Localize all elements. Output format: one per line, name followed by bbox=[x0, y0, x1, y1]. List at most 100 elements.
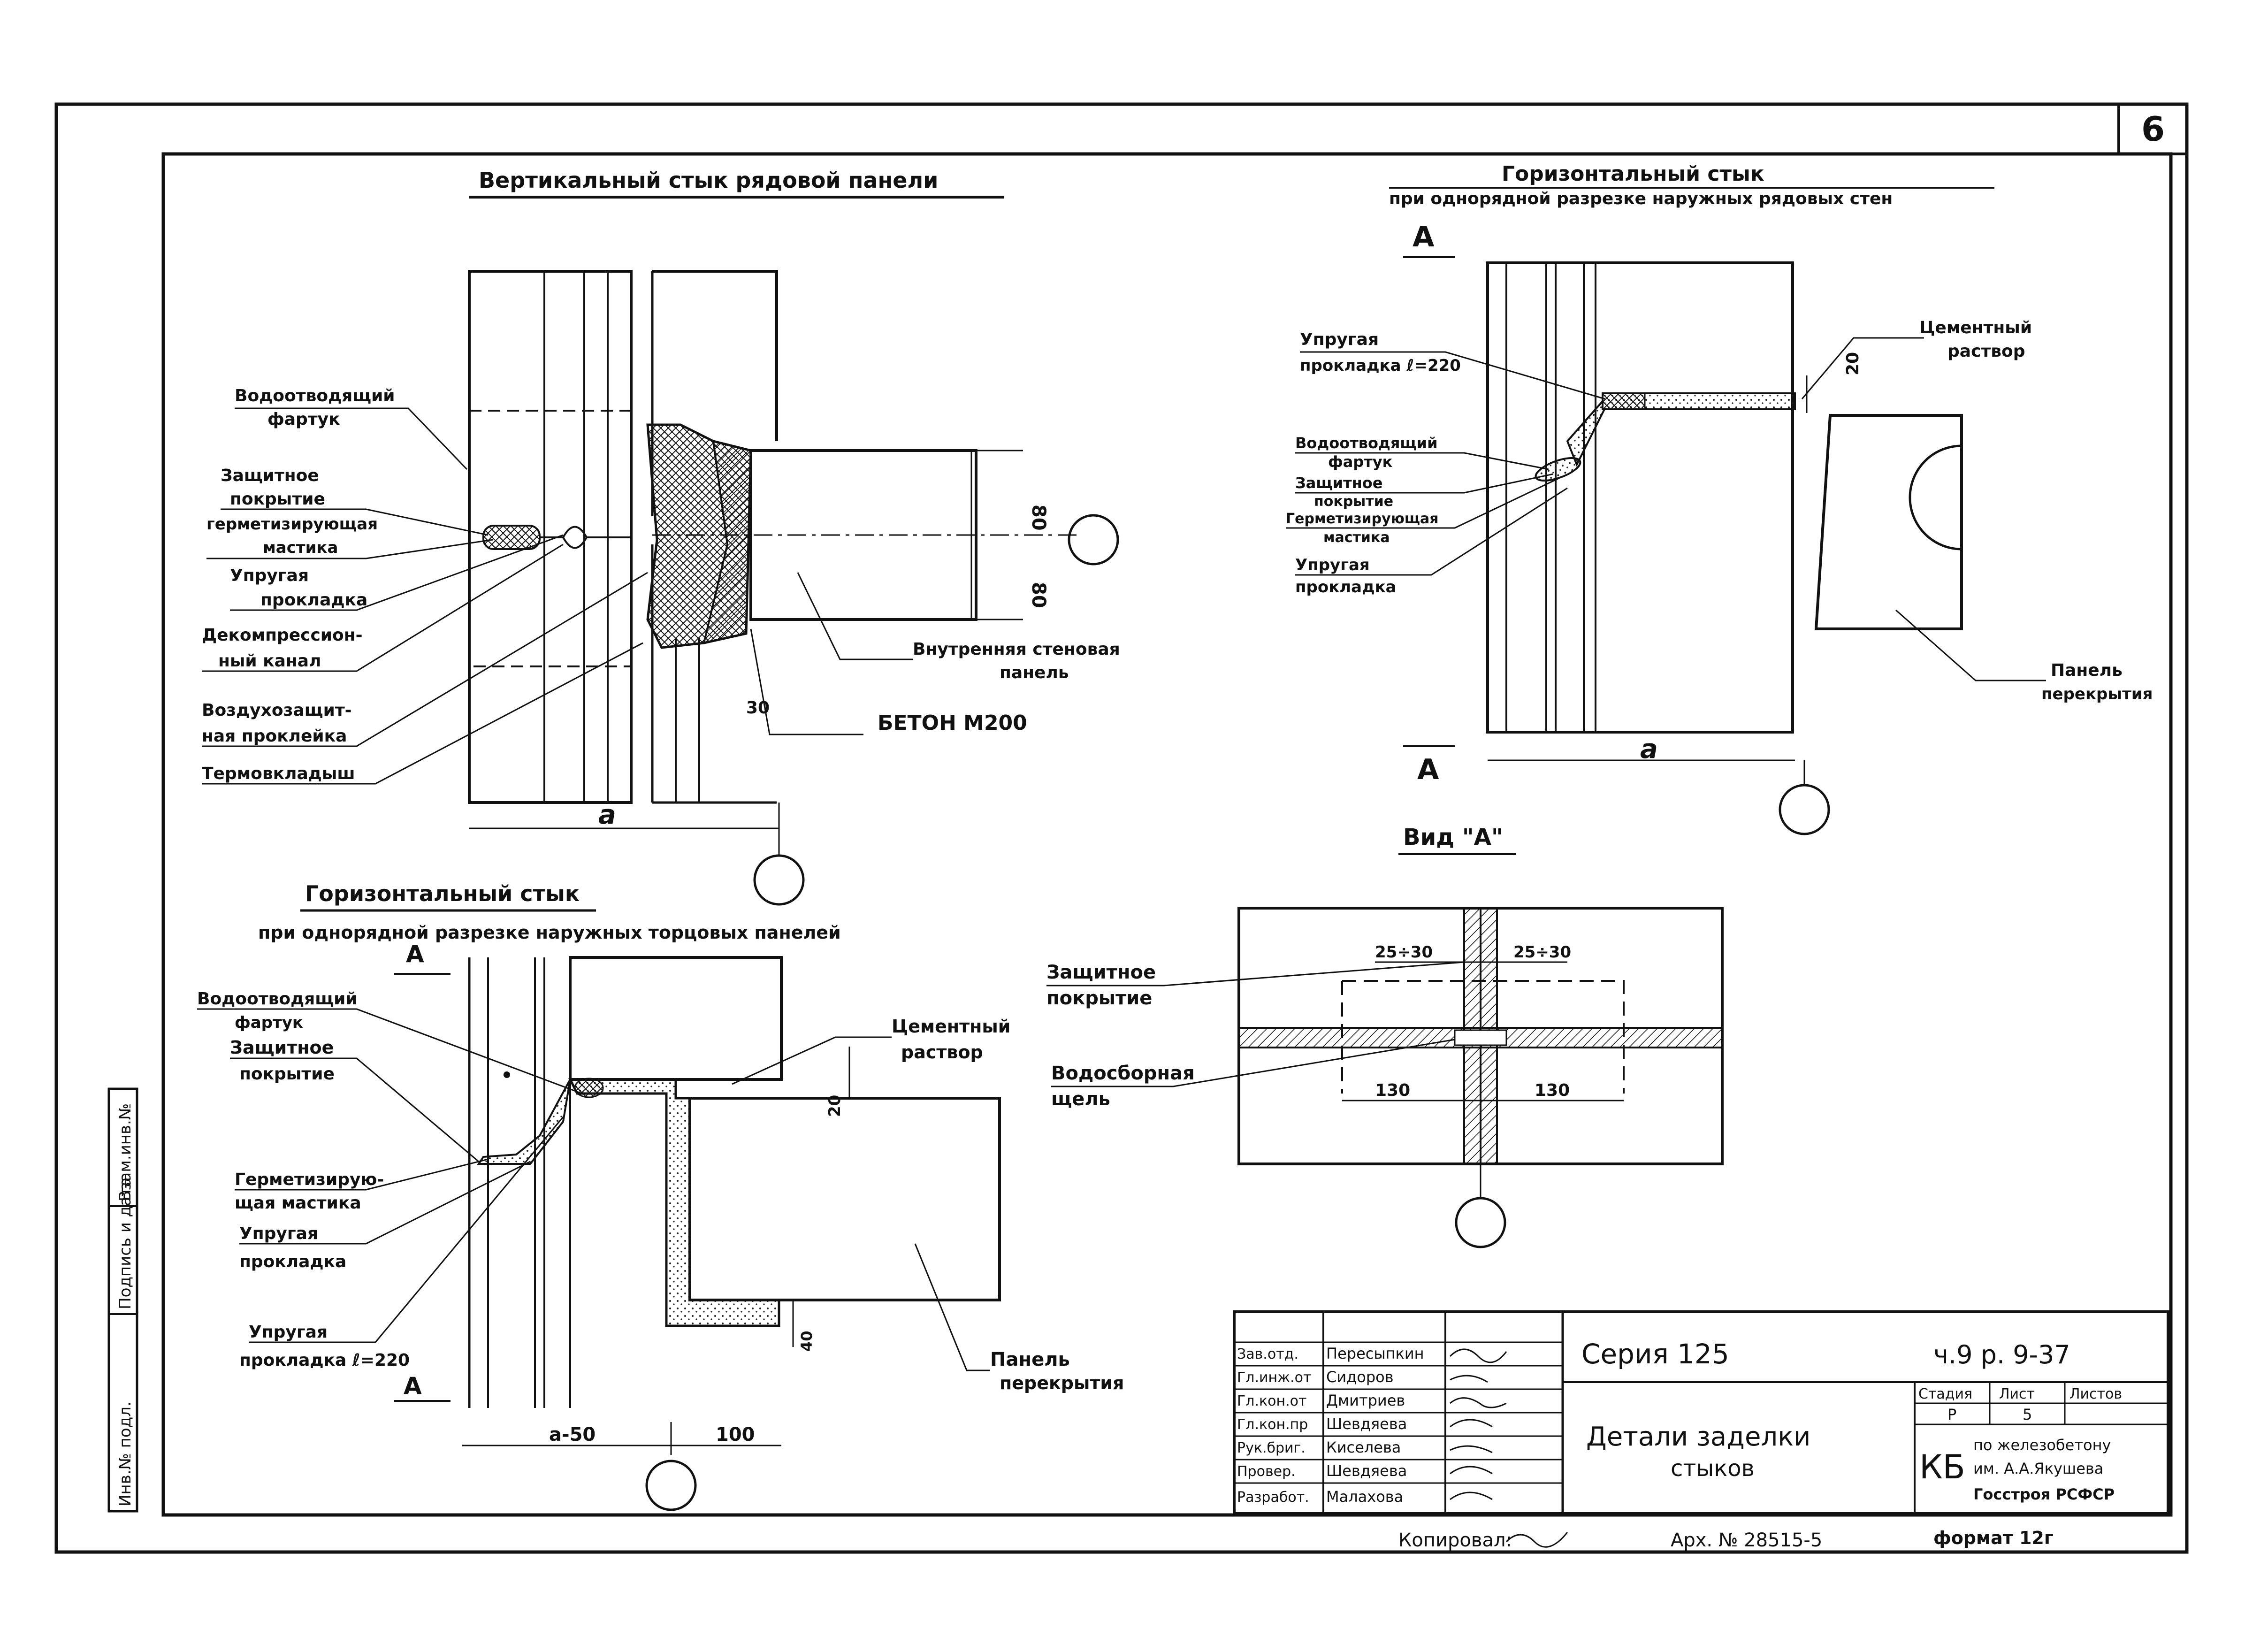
va-dim-l130: 130 bbox=[1375, 1081, 1410, 1100]
tb-name-2: Дмитриев bbox=[1326, 1392, 1405, 1409]
hje-slab-2: перекрытия bbox=[1000, 1373, 1124, 1393]
hje-gasket220-1: Упругая bbox=[249, 1323, 328, 1342]
tb-org-mark: КБ bbox=[1919, 1448, 1965, 1486]
va-dim-right: 25÷30 bbox=[1513, 943, 1571, 962]
vj-apron-2: фартук bbox=[267, 410, 340, 429]
sheet-number-box bbox=[2117, 103, 2188, 155]
side-stamp: Инв.№ подл. Подпись и дата Взам.инв.№ bbox=[107, 1087, 138, 1513]
vj-d80a: 80 bbox=[1028, 505, 1049, 531]
hje-gasket-2: прокладка bbox=[239, 1252, 346, 1271]
vj-prot-1: Защитное bbox=[221, 466, 319, 485]
hjr-mortar-2: раствор bbox=[1947, 342, 2025, 361]
hje-subtitle: при однорядной разрезке наружных торцовы… bbox=[258, 922, 841, 943]
hjr-gasket-2: прокладка bbox=[1295, 578, 1397, 597]
hjr-gasket-1: Упругая bbox=[1295, 556, 1370, 574]
hjr-mark-top: А bbox=[1413, 221, 1435, 253]
vj-d80b: 80 bbox=[1028, 582, 1049, 608]
sheet-number: 6 bbox=[2141, 109, 2165, 149]
tb-name-0: Пересыпкин bbox=[1326, 1345, 1424, 1362]
hje-apron-2: фартук bbox=[235, 1013, 303, 1032]
tb-org-3: Госстроя РСФСР bbox=[1973, 1485, 2115, 1503]
hjr-gasket220-1: Упругая bbox=[1300, 330, 1379, 349]
view-a: Вид "А" 130 130 25÷30 25÷30 Защитное пок… bbox=[1046, 824, 1724, 1248]
vj-air-1: Воздухозащит- bbox=[202, 701, 352, 720]
vj-mastic-1: герметизирующая bbox=[206, 515, 378, 534]
va-slot-2: щель bbox=[1051, 1088, 1110, 1110]
vj-prot-2: покрытие bbox=[230, 489, 325, 509]
vj-mastic-2: мастика bbox=[263, 538, 338, 557]
stamp-sign: Подпись и дата bbox=[116, 1177, 135, 1309]
footer-archive: Арх. № 28515-5 bbox=[1671, 1530, 1822, 1551]
hje-mastic-1: Герметизирую- bbox=[235, 1170, 384, 1189]
hje-apron-1: Водоотводящий bbox=[197, 989, 358, 1009]
hjr-apron-1: Водоотводящий bbox=[1295, 434, 1438, 452]
tb-role-3: Гл.кон.пр bbox=[1237, 1416, 1308, 1433]
va-dim-left: 25÷30 bbox=[1375, 943, 1433, 962]
horizontal-joint-row: Горизонтальный стык при однорядной разре… bbox=[1286, 162, 2153, 835]
vj-dim-a: а bbox=[598, 800, 616, 830]
va-title: Вид "А" bbox=[1403, 824, 1503, 850]
vj-concrete: БЕТОН М200 bbox=[878, 711, 1027, 735]
vj-air-2: ная проклейка bbox=[202, 727, 347, 746]
hje-d40: 40 bbox=[798, 1331, 816, 1352]
tb-name-6: Малахова bbox=[1326, 1488, 1403, 1506]
tb-name-5: Шевдяева bbox=[1326, 1462, 1407, 1480]
hjr-apron-2: фартук bbox=[1328, 453, 1393, 471]
tb-role-4: Рук.бриг. bbox=[1237, 1440, 1306, 1456]
vertical-joint: Вертикальный стык рядовой панели 80 80 bbox=[202, 168, 1120, 906]
tb-role-0: Зав.отд. bbox=[1237, 1346, 1298, 1362]
footer-copied: Копировал: bbox=[1398, 1530, 1512, 1551]
hje-mark-top: А bbox=[406, 941, 424, 968]
hjr-title: Горизонтальный стык bbox=[1502, 162, 1764, 186]
hje-gasket-1: Упругая bbox=[239, 1224, 318, 1243]
hje-mark-bottom: А bbox=[404, 1372, 422, 1400]
hje-mortar-1: Цементный bbox=[892, 1016, 1010, 1037]
horizontal-joint-end: Горизонтальный стык при однорядной разре… bbox=[197, 881, 1124, 1511]
tb-sheet-h: Лист bbox=[1999, 1386, 2035, 1402]
hjr-mark-bottom: А bbox=[1417, 753, 1439, 786]
tb-org-1: по железобетону bbox=[1973, 1436, 2111, 1454]
hje-a50: а-50 bbox=[549, 1424, 596, 1446]
hje-d20: 20 bbox=[825, 1095, 844, 1117]
hjr-mastic-2: мастика bbox=[1323, 529, 1390, 546]
hje-prot-1: Защитное bbox=[230, 1037, 334, 1058]
vj-gasket-2: прокладка bbox=[260, 590, 367, 610]
va-slot-1: Водосборная bbox=[1051, 1063, 1195, 1084]
signatures bbox=[1449, 1348, 1507, 1500]
hjr-d20: 20 bbox=[1843, 352, 1863, 375]
vj-apron-1: Водоотводящий bbox=[235, 386, 395, 405]
hjr-prot-2: покрытие bbox=[1314, 493, 1393, 510]
tb-role-2: Гл.кон.от bbox=[1237, 1393, 1306, 1409]
hjr-slab-1: Панель bbox=[2051, 661, 2123, 680]
tb-role-1: Гл.инж.от bbox=[1237, 1369, 1312, 1386]
vj-inner-2: панель bbox=[1000, 663, 1069, 682]
vj-decomp-2: ный канал bbox=[218, 651, 321, 671]
copier-signature bbox=[1505, 1532, 1568, 1548]
tb-role-5: Провер. bbox=[1237, 1463, 1296, 1480]
inner-frame bbox=[161, 152, 2173, 1517]
hje-mortar-2: раствор bbox=[901, 1042, 983, 1063]
hjr-dim-a: а bbox=[1640, 734, 1658, 765]
tb-sheets-h: Листов bbox=[2069, 1386, 2122, 1402]
hjr-subtitle: при однорядной разрезке наружных рядовых… bbox=[1389, 189, 1893, 208]
hjr-mastic-1: Герметизирующая bbox=[1286, 511, 1439, 527]
tb-stage-h: Стадия bbox=[1918, 1386, 1972, 1402]
sheet-format: формат 12г bbox=[1933, 1528, 2054, 1548]
tb-sheet: 5 bbox=[2023, 1406, 2032, 1423]
hje-prot-2: покрытие bbox=[239, 1064, 335, 1084]
tb-code: ч.9 р. 9-37 bbox=[1933, 1340, 2070, 1369]
hje-mastic-2: щая мастика bbox=[235, 1193, 361, 1213]
hjr-slab-2: перекрытия bbox=[2041, 685, 2153, 704]
tb-name-1: Сидоров bbox=[1326, 1368, 1394, 1386]
hje-title: Горизонтальный стык bbox=[305, 881, 580, 906]
title-block: Зав.отд. Гл.инж.от Гл.кон.от Гл.кон.пр Р… bbox=[1233, 1310, 2169, 1515]
vj-gasket-1: Упругая bbox=[230, 566, 309, 585]
hjr-prot-1: Защитное bbox=[1295, 474, 1382, 492]
tb-stage: Р bbox=[1947, 1406, 1956, 1423]
va-prot-1: Защитное bbox=[1046, 962, 1156, 983]
stamp-inv: Инв.№ подл. bbox=[116, 1401, 135, 1507]
hjr-mortar-1: Цементный bbox=[1919, 318, 2032, 337]
tb-org-2: им. А.А.Якушева bbox=[1973, 1460, 2103, 1477]
hje-gasket220-2: прокладка ℓ=220 bbox=[239, 1351, 410, 1370]
